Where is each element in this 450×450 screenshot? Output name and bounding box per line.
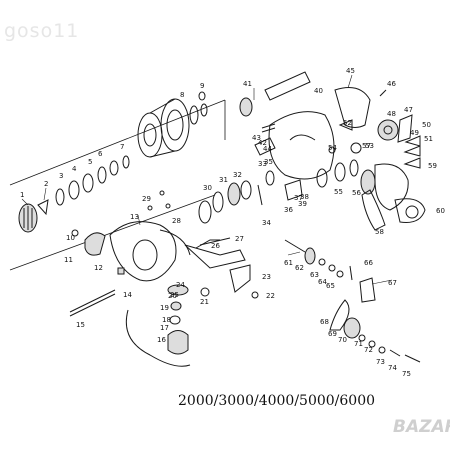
- part-number-54: 54: [328, 144, 337, 152]
- part-number-38: 38: [300, 193, 309, 201]
- part-number-56: 56: [352, 189, 361, 197]
- part-number-36: 36: [284, 206, 293, 214]
- part-number-2: 2: [44, 180, 48, 188]
- part-number-41: 41: [243, 80, 252, 88]
- part-number-33: 33: [258, 160, 267, 168]
- part-number-13: 13: [130, 213, 139, 221]
- part-number-5: 5: [88, 158, 92, 166]
- part-number-25: 25: [170, 291, 179, 299]
- part-number-53: 53: [365, 142, 374, 150]
- bail-assembly: [284, 239, 421, 363]
- watermark-text: goso11: [4, 20, 79, 42]
- part-number-67: 67: [388, 279, 397, 287]
- part-number-39: 39: [298, 200, 307, 208]
- part-number-73: 73: [376, 358, 385, 366]
- part-number-27: 27: [235, 235, 244, 243]
- part-number-17: 17: [160, 324, 169, 332]
- part-number-74: 74: [388, 364, 397, 372]
- part-number-47: 47: [404, 106, 413, 114]
- part-number-6: 6: [98, 150, 103, 158]
- part-number-11: 11: [64, 256, 73, 264]
- part-number-15: 15: [76, 321, 85, 329]
- part-number-58: 58: [375, 228, 384, 236]
- part-number-49: 49: [410, 129, 419, 137]
- part-number-35: 35: [264, 158, 273, 166]
- gear-assembly: [147, 71, 335, 224]
- part-number-65: 65: [326, 282, 335, 290]
- part-number-40: 40: [314, 87, 323, 95]
- part-number-10: 10: [66, 234, 75, 242]
- part-number-75: 75: [402, 370, 411, 378]
- part-number-48: 48: [387, 110, 396, 118]
- part-number-26: 26: [211, 242, 220, 250]
- part-number-72: 72: [364, 346, 373, 354]
- part-number-50: 50: [422, 121, 431, 129]
- part-number-3: 3: [59, 172, 63, 180]
- part-number-28: 28: [172, 217, 181, 225]
- part-number-69: 69: [328, 330, 337, 338]
- part-number-31: 31: [219, 176, 228, 184]
- part-number-59: 59: [428, 162, 437, 170]
- drive-assembly: [316, 87, 426, 231]
- part-number-18: 18: [162, 316, 171, 324]
- frame-lines: [9, 99, 226, 271]
- part-number-32: 32: [233, 171, 242, 179]
- part-number-62: 62: [295, 264, 304, 272]
- part-number-7: 7: [120, 143, 124, 151]
- part-number-23: 23: [262, 273, 271, 281]
- part-number-43: 43: [252, 134, 261, 142]
- part-number-16: 16: [157, 336, 166, 344]
- part-number-20: 20: [168, 292, 177, 300]
- part-number-68: 68: [320, 318, 329, 326]
- part-number-37: 37: [294, 194, 303, 202]
- part-number-64: 64: [318, 278, 327, 286]
- part-number-70: 70: [338, 336, 347, 344]
- part-number-52: 52: [343, 119, 352, 127]
- part-number-61: 61: [284, 259, 293, 267]
- part-number-66: 66: [364, 259, 373, 267]
- part-number-51: 51: [424, 135, 433, 143]
- part-number-34: 34: [262, 219, 271, 227]
- part-number-29: 29: [142, 195, 151, 203]
- part-number-callouts: 1234567891011121314151617181920212223242…: [20, 67, 445, 378]
- part-number-71: 71: [354, 340, 363, 348]
- bazar-badge: BAZAR: [393, 417, 450, 437]
- part-number-14: 14: [123, 291, 132, 299]
- part-number-1: 1: [20, 191, 24, 199]
- body-assembly: [69, 221, 259, 367]
- leader-lines: [21, 74, 393, 285]
- spool-assembly: [18, 91, 208, 233]
- part-number-46: 46: [387, 80, 396, 88]
- part-number-45: 45: [346, 67, 355, 75]
- part-number-4: 4: [72, 165, 77, 173]
- part-number-24: 24: [176, 281, 185, 289]
- part-number-21: 21: [200, 298, 209, 306]
- part-number-22: 22: [266, 292, 275, 300]
- part-number-19: 19: [160, 304, 169, 312]
- part-number-12: 12: [94, 264, 103, 272]
- part-number-42: 42: [258, 139, 267, 147]
- part-number-44: 44: [263, 145, 272, 153]
- part-number-30: 30: [203, 184, 212, 192]
- part-number-57: 57: [362, 142, 371, 150]
- part-number-55: 55: [334, 188, 343, 196]
- part-number-9: 9: [200, 82, 204, 90]
- part-number-60: 60: [436, 207, 445, 215]
- model-numbers: 2000/3000/4000/5000/6000: [178, 393, 375, 409]
- part-number-63: 63: [310, 271, 319, 279]
- part-number-8: 8: [180, 91, 184, 99]
